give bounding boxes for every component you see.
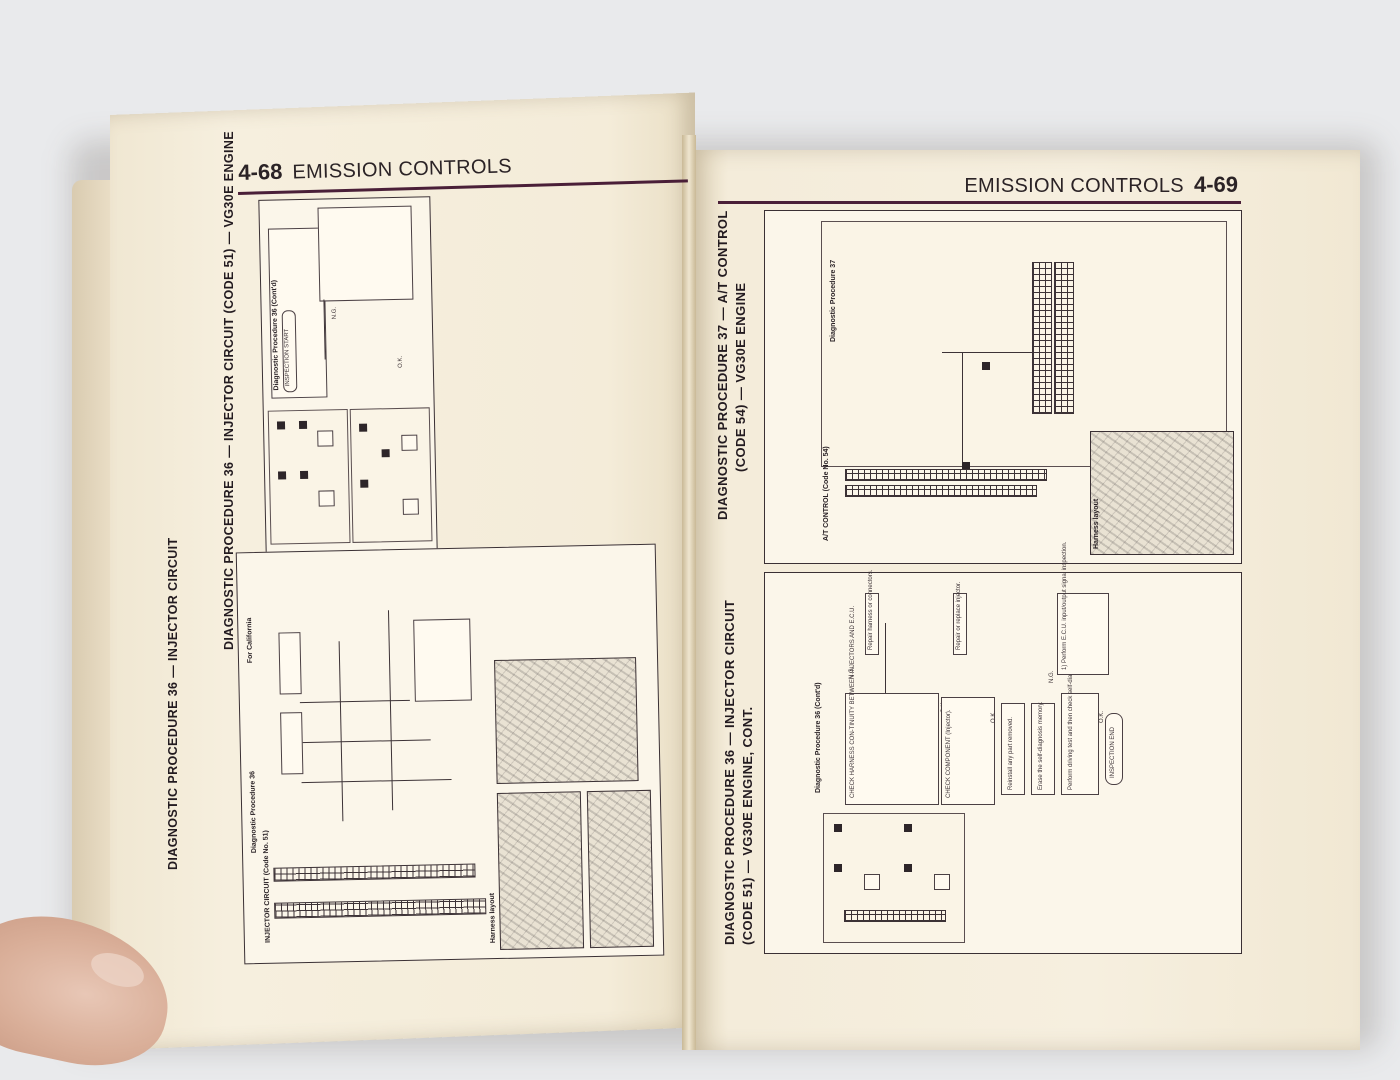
wire (300, 739, 431, 744)
component-icon (834, 824, 842, 832)
check-harness-box: CHECK HARNESS CON-TINUITY BETWEEN INJECT… (845, 606, 939, 805)
left-upper-panel: Diagnostic Procedure 36 (Cont'd) INSPECT… (258, 196, 438, 554)
meter-icon (401, 434, 418, 451)
at-panel-title: Diagnostic Procedure 37 (830, 259, 837, 342)
component-icon (360, 479, 369, 488)
ng-label-1: N.G. (849, 666, 855, 679)
flow2-title: Diagnostic Procedure 36 (Cont'd) (815, 682, 822, 793)
repair-injector-text: Repair or replace injector. (956, 581, 962, 650)
right-header-rule (718, 201, 1241, 204)
harness-continuity-box (317, 205, 414, 302)
right-heading-bottom-2: (CODE 51) — VG30E ENGINE, CONT. (740, 706, 755, 945)
right-upper-panel: Diagnostic Procedure 37 A/T CONTROL (Cod… (764, 210, 1242, 564)
inspection-start-label: INSPECTION START (284, 328, 292, 387)
harness-photo-2 (586, 789, 655, 949)
inspection-end-box: INSPECTION END (1105, 713, 1123, 785)
meter-icon (318, 490, 335, 507)
erase-text: Erase the self-diagnosis memory. (1038, 701, 1044, 790)
at-connector-strip (845, 485, 1037, 497)
harness-layout-label: Harness layout (488, 892, 497, 944)
meter-icon (864, 874, 880, 890)
check-component-box: CHECK COMPONENT (Injector). (941, 697, 995, 805)
check-harness-text: CHECK HARNESS CON-TINUITY BETWEEN INJECT… (850, 605, 856, 798)
left-heading-top: DIAGNOSTIC PROCEDURE 36 — INJECTOR CIRCU… (222, 130, 236, 650)
wiring-caption: INJECTOR CIRCUIT (Code No. 51) (262, 830, 272, 943)
ecu-connector-strip (274, 898, 487, 919)
component-icon (381, 449, 390, 458)
inspection-end-text: INSPECTION END (1110, 726, 1116, 778)
reinstall-box: Reinstall any part removed. (1001, 703, 1025, 795)
component-icon (276, 421, 286, 430)
wire (299, 699, 410, 704)
ecu-inspection-box: 1) Perform E.C.U. input/output signal in… (1057, 542, 1109, 675)
repair-harness-text: Repair harness or connectors. (868, 569, 874, 650)
right-heading-top-1: DIAGNOSTIC PROCEDURE 37 — A/T CONTROL (715, 210, 730, 520)
left-section-title: EMISSION CONTROLS (292, 155, 513, 184)
left-page-number: 4-68 (238, 158, 283, 185)
left-heading-bottom: DIAGNOSTIC PROCEDURE 36 — INJECTOR CIRCU… (166, 537, 180, 870)
left-lower-panel: Diagnostic Procedure 36 INJECTOR CIRCUIT… (235, 543, 665, 965)
wiring-title: Diagnostic Procedure 36 (249, 770, 259, 854)
harness-photo (496, 791, 585, 950)
at-harness-label: Harness layout (1093, 498, 1100, 549)
right-page-number: 4-69 (1193, 172, 1238, 197)
ecu-connector-strip (273, 863, 476, 882)
right-page-header: EMISSION CONTROLS 4-69 (964, 172, 1238, 198)
wire (301, 778, 452, 784)
ecu-connector-vertical (1032, 262, 1052, 414)
injector-block (278, 632, 302, 695)
ecu-connector-vertical (1054, 262, 1074, 414)
right-heading-top-2: (CODE 54) — VG30E ENGINE (733, 282, 748, 472)
component-icon (904, 824, 912, 832)
at-connector-strip (845, 469, 1047, 481)
check-component-text: CHECK COMPONENT (Injector). (946, 709, 952, 798)
relay-box (413, 618, 472, 702)
at-control-caption: A/T CONTROL (Code No. 54) (823, 446, 830, 541)
flow-ok-label: O.K. (397, 355, 404, 368)
ecu-connector-strip (844, 910, 946, 922)
erase-box: Erase the self-diagnosis memory. (1031, 701, 1055, 795)
flow-ng-label: N.G. (331, 306, 338, 320)
component-icon (904, 864, 912, 872)
right-lower-panel: Diagnostic Procedure 36 (Cont'd) CHECK H… (764, 542, 1242, 954)
component-icon (300, 470, 309, 480)
perform-test-box: Perform driving test and then check self… (1061, 656, 1099, 795)
repair-harness-box: Repair harness or connectors. (865, 570, 879, 655)
component-icon (298, 420, 308, 430)
component-icon (278, 471, 287, 480)
component-icon (359, 423, 368, 432)
component-icon (962, 462, 970, 470)
right-heading-bottom-1: DIAGNOSTIC PROCEDURE 36 — INJECTOR CIRCU… (722, 599, 737, 945)
repair-injector-box: Repair or replace injector. (953, 582, 967, 655)
wire (962, 352, 963, 462)
ng-label-2: N.G. (1049, 670, 1055, 683)
injector-block (280, 712, 304, 775)
ok-label-2: O.K. (991, 710, 997, 723)
at-harness-photo (1090, 431, 1234, 555)
injector-diagram-a (267, 409, 351, 545)
component-icon (834, 864, 842, 872)
meter-icon (317, 430, 334, 447)
wire (338, 641, 344, 822)
meter-icon (934, 874, 950, 890)
reinstall-text: Reinstall any part removed. (1008, 716, 1014, 790)
perform-test-text: Perform driving test and then check self… (1068, 655, 1074, 790)
ecu-inspection-text: 1) Perform E.C.U. input/output signal in… (1062, 541, 1068, 670)
injector-diagram-b (349, 407, 433, 543)
book-gutter (682, 135, 696, 1050)
right-section-title: EMISSION CONTROLS (964, 175, 1184, 197)
at-control-diagram: Diagnostic Procedure 37 (821, 221, 1227, 470)
california-note: For California (246, 617, 255, 664)
flow-line (885, 623, 886, 693)
wire (942, 352, 1032, 353)
meter-icon (402, 498, 419, 515)
engine-photo (494, 657, 639, 785)
harness-check-diagram (823, 813, 965, 943)
component-icon (982, 362, 990, 370)
